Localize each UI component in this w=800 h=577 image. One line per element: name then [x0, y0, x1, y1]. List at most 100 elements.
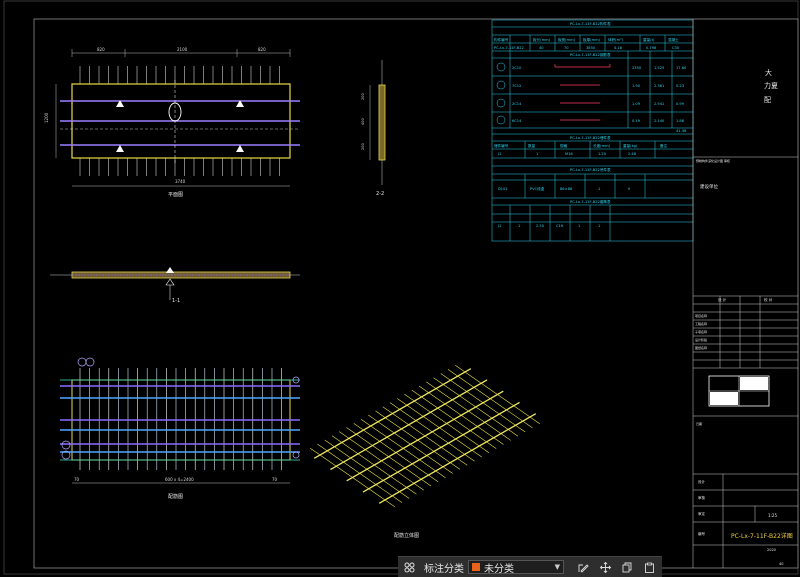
lifting-markers	[116, 100, 244, 152]
iso-title: 配筋立体图	[394, 532, 419, 539]
lift-row-0: DJ-01	[498, 187, 508, 191]
rebar-total-1: 17.60	[676, 66, 687, 70]
conn-row-4: 1	[578, 224, 580, 228]
embed-row-0: J1	[497, 152, 501, 156]
conn-row-0: J1	[497, 224, 501, 228]
embed-hdr-2: 规格	[560, 143, 568, 148]
tb-checker: 校 对	[764, 297, 773, 302]
embed-row-3: 1.20	[598, 152, 607, 156]
tb-scale: 1:25	[768, 513, 777, 518]
iso-rebar-long	[330, 379, 488, 471]
rebar-dim-1: 70	[74, 477, 80, 482]
tb-approve-label: 审定	[698, 511, 706, 516]
tb-row-2: 工程名称	[695, 321, 707, 326]
section-2-2: 200 400 200 2-2	[361, 60, 386, 197]
tb-drawing-no: PC-Lx-7-11F-B22详图	[731, 532, 793, 540]
embed-hdr-1: 数量	[528, 143, 536, 148]
plan-view: 820 2100 820 1200 3740 平面图	[44, 47, 300, 198]
hdr-4: 体积(m³)	[608, 37, 624, 42]
company-line-3: 配	[764, 96, 771, 104]
main-row-1: 40	[539, 46, 544, 50]
category-select[interactable]: 未分类 ▼	[468, 560, 564, 575]
rebar-sum: 41.36	[676, 129, 687, 133]
rebar-dim-3: 70	[272, 477, 278, 482]
rebar-dim-2: 600 x 4=2400	[165, 477, 194, 482]
rebar-title: 配筋图	[168, 493, 183, 500]
main-row-6: C30	[672, 46, 680, 50]
hdr-1: 板长(mm)	[533, 37, 551, 42]
rebar-total-3: 0.99	[676, 102, 685, 106]
rebar-total-2: 0.23	[676, 84, 684, 88]
tb-page: 2020	[767, 548, 776, 552]
rebar-row-circles	[496, 62, 506, 125]
hdr-6: 混凝土	[668, 37, 679, 42]
company-line-2: 力夏	[764, 81, 778, 90]
plan-dim-top-3: 820	[258, 47, 266, 52]
conn-row-2: 2.50	[536, 224, 545, 228]
section-2-title: 2-2	[376, 191, 384, 197]
company-line-1: 大	[765, 68, 772, 77]
rebar-count-1: 2350	[632, 66, 642, 70]
tb-row-1: 项目名称	[695, 313, 707, 318]
embed-hdr-0: 埋件编号	[494, 143, 509, 148]
iso-rebar-long	[378, 413, 537, 504]
plan-dim-bottom: 3740	[175, 179, 186, 184]
rebar-size-3: 2C14	[512, 102, 522, 106]
rebar-table-title: PC-Lx-7-11F-B22钢筋表	[570, 52, 611, 57]
tb-note: 预制构件深化设计图 审核	[696, 158, 730, 163]
lift-row-4: 0	[628, 187, 631, 191]
section-1-title: 1-1	[172, 298, 180, 304]
section2-dim-2: 400	[361, 118, 365, 125]
embed-hdr-5: 备注	[660, 143, 668, 148]
rebar-shapes	[554, 64, 611, 121]
tb-sheet-label: 编号	[698, 531, 706, 536]
conn-row-1: 1	[518, 224, 520, 228]
plan-title: 平面图	[168, 192, 183, 198]
conn-table-title: PC-Lx-7-11F-B22套筒表	[570, 199, 611, 204]
rebar-size-4: 6C14	[512, 119, 522, 123]
plan-dim-left: 1200	[44, 112, 49, 123]
rebar-plan: 70 600 x 4=2400 70 配筋图	[60, 357, 300, 500]
tb-corner: 40	[779, 562, 783, 566]
conn-row-5: 1	[598, 224, 600, 228]
category-select-value: 未分类	[484, 563, 514, 575]
move-icon[interactable]	[594, 557, 616, 577]
annotation-category-label: 标注分类	[424, 563, 464, 575]
edit-icon[interactable]	[572, 557, 594, 577]
embed-table-title: PC-Lx-7-11F-B22埋件表	[570, 135, 611, 140]
tb-row-4: 设计阶段	[695, 337, 707, 342]
plan-dim-top-1: 820	[97, 47, 105, 52]
embed-row-2: M16	[565, 152, 573, 156]
main-row-2: 70	[564, 46, 569, 50]
rebar-weight-2: 2.361	[654, 84, 664, 88]
rebar-size-1: 2C10	[512, 66, 522, 70]
embed-hdr-3: 长度(mm)	[593, 143, 611, 148]
rebar-count-2: 1.90	[632, 84, 641, 88]
hdr-5: 重量(t)	[643, 37, 655, 42]
main-row-5: 0.798	[646, 46, 657, 50]
main-row-3: 3850	[586, 46, 596, 50]
iso-rebar-long	[362, 401, 520, 493]
title-block	[692, 19, 798, 568]
rebar-weight-1: 1.525	[654, 66, 664, 70]
lift-row-1: PVC线盒	[530, 186, 545, 191]
annotation-toolbar: 标注分类 未分类 ▼	[398, 556, 662, 577]
copy-icon[interactable]	[616, 557, 638, 577]
section2-dim-3: 200	[361, 143, 365, 150]
section2-dim-1: 200	[361, 93, 365, 100]
rebar-weight-3: 2.941	[654, 102, 664, 106]
iso-rebar-long	[313, 368, 472, 459]
hdr-3: 板厚(mm)	[583, 37, 601, 42]
tb-stamp-label: 建设单位	[700, 183, 718, 190]
rebar-count-4: 0.19	[632, 119, 641, 123]
hdr-0: 构件编号	[494, 37, 509, 42]
tb-row-3: 子项名称	[695, 329, 707, 334]
category-color-swatch	[472, 563, 480, 571]
hdr-2: 板宽(mm)	[558, 37, 576, 42]
embed-row-4: 2.48	[628, 152, 637, 156]
category-grid-icon[interactable]	[398, 557, 420, 577]
rebar-isometric	[310, 365, 540, 507]
lift-row-3: 1	[598, 187, 600, 191]
paste-icon[interactable]	[638, 557, 660, 577]
